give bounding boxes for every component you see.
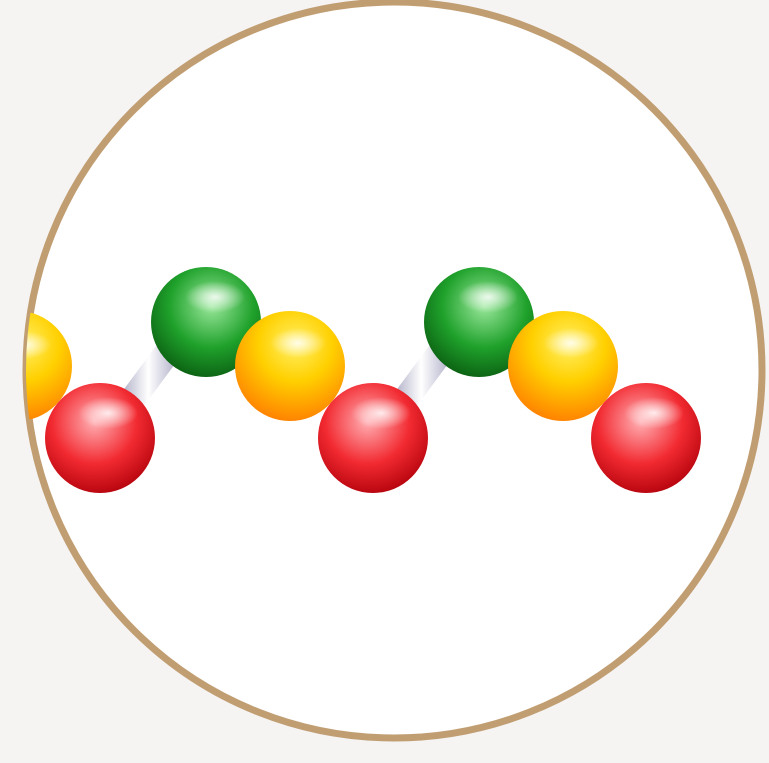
atom-orange-2	[508, 311, 618, 421]
frame-circle	[26, 2, 762, 738]
atom-red-1	[45, 383, 155, 493]
atom-orange-1	[235, 311, 345, 421]
atom-red-3	[591, 383, 701, 493]
atom-red-2	[318, 383, 428, 493]
